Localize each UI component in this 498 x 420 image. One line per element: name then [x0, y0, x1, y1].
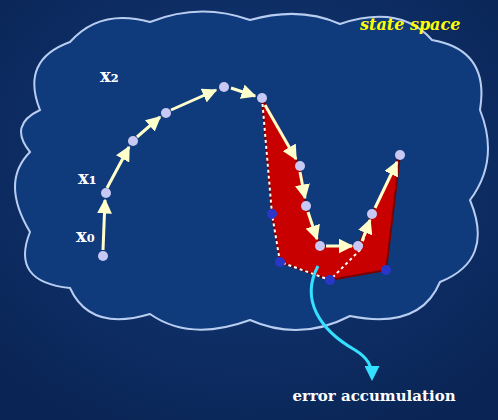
state-label: x₂ [100, 66, 119, 86]
callout-arrow [311, 266, 372, 378]
state-label: x₁ [78, 168, 97, 188]
state-space-cloud [15, 11, 488, 330]
region-label: state space [360, 16, 460, 34]
state-label: x₀ [76, 226, 95, 246]
callout-text: error accumulation [292, 388, 455, 405]
estimated-trajectory [262, 98, 372, 280]
error-region [262, 98, 400, 280]
true-trajectory [103, 88, 397, 250]
estimated-states [267, 209, 391, 285]
true-states [98, 82, 405, 261]
